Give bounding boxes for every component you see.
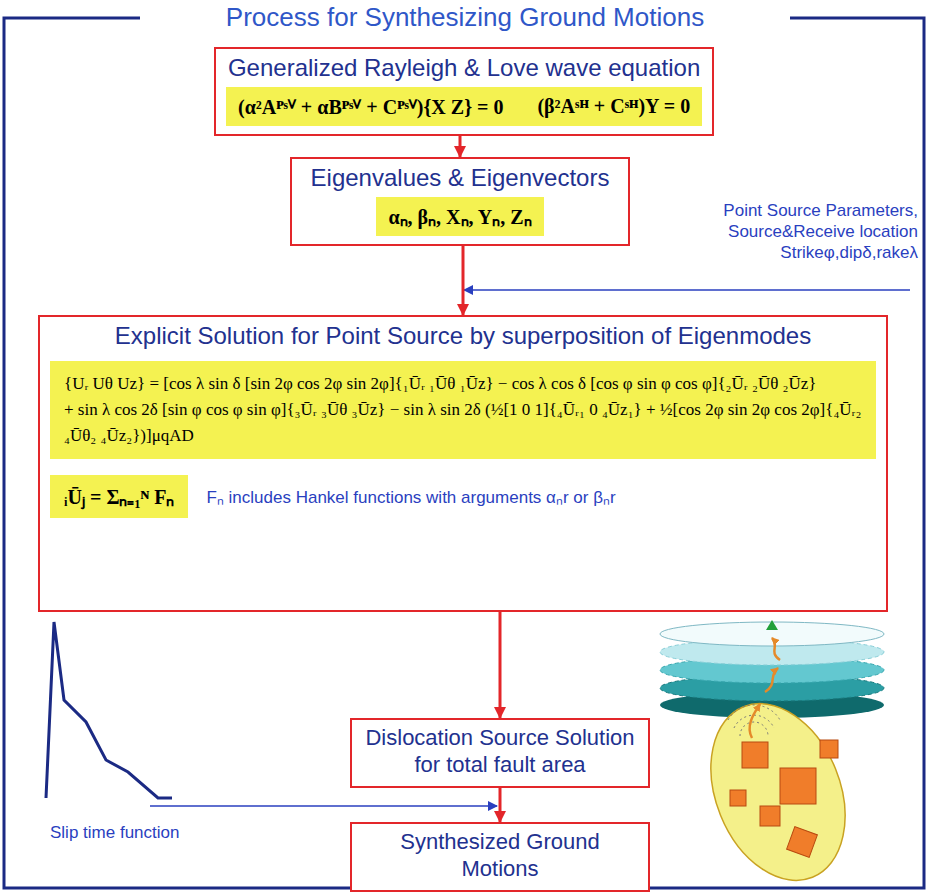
box-heading: Eigenvalues & Eigenvectors xyxy=(302,163,618,193)
box-heading: Synthesized Ground Motions xyxy=(362,828,638,882)
frame-title-wrap: Process for Synthesizing Ground Motions xyxy=(0,2,930,33)
process-box: Eigenvalues & Eigenvectors αₙ, βₙ, Xₙ, Yₙ… xyxy=(290,157,630,246)
sum-row: ᵢŪⱼ = Σₙ₌₁ᴺ Fₙ Fₙ includes Hankel functio… xyxy=(50,475,876,518)
equation: (α²Aᴾˢⱽ + αBᴾˢⱽ + Cᴾˢⱽ){X Z} = 0 xyxy=(238,93,503,120)
flow-arrow xyxy=(459,136,462,157)
diagram-title: Process for Synthesizing Ground Motions xyxy=(218,2,712,32)
equation: {Uᵣ Uθ Uz} = [cos λ sin δ [sin 2φ cos 2φ… xyxy=(64,371,862,397)
equation-row: αₙ, βₙ, Xₙ, Yₙ, Zₙ xyxy=(302,197,618,236)
input-label: Point Source Parameters, Source&Receive … xyxy=(698,200,918,263)
flow-arrow xyxy=(462,246,465,315)
equation: (β²Aˢᴴ + Cˢᴴ)Y = 0 xyxy=(537,95,690,118)
parameter-leader xyxy=(464,289,910,291)
box-heading: Generalized Rayleigh & Love wave equatio… xyxy=(226,53,702,83)
slip-arrow xyxy=(150,805,497,807)
flow-arrow xyxy=(499,612,502,718)
slip-time-function-curve xyxy=(46,622,172,798)
process-box: Dislocation Source Solution for total fa… xyxy=(350,718,650,788)
flow-arrow xyxy=(499,788,502,822)
layered-earth xyxy=(660,620,884,718)
equation-highlight: (α²Aᴾˢⱽ + αBᴾˢⱽ + Cᴾˢⱽ){X Z} = 0 (β²Aˢᴴ +… xyxy=(226,87,702,126)
box-heading: Explicit Solution for Point Source by su… xyxy=(50,321,876,351)
box-heading: Dislocation Source Solution for total fa… xyxy=(362,724,638,778)
fault-plane xyxy=(686,638,870,895)
process-box: Synthesized Ground Motions xyxy=(350,822,650,892)
equation: αₙ, βₙ, Xₙ, Yₙ, Zₙ xyxy=(388,203,531,230)
equation-highlight: αₙ, βₙ, Xₙ, Yₙ, Zₙ xyxy=(376,197,543,236)
process-box: Explicit Solution for Point Source by su… xyxy=(38,315,888,612)
sum-equation: ᵢŪⱼ = Σₙ₌₁ᴺ Fₙ xyxy=(50,475,188,518)
curve-label: Slip time function xyxy=(50,822,250,843)
equation: + sin λ cos 2δ [sin φ cos φ sin φ]{₃Ūᵣ ₃… xyxy=(64,397,862,449)
equation-row: (α²Aᴾˢⱽ + αBᴾˢⱽ + Cᴾˢⱽ){X Z} = 0 (β²Aˢᴴ +… xyxy=(226,87,702,126)
equation-highlight: {Uᵣ Uθ Uz} = [cos λ sin δ [sin 2φ cos 2φ… xyxy=(50,361,876,459)
process-box: Generalized Rayleigh & Love wave equatio… xyxy=(214,47,714,136)
note-text: Fₙ includes Hankel functions with argume… xyxy=(206,485,615,508)
